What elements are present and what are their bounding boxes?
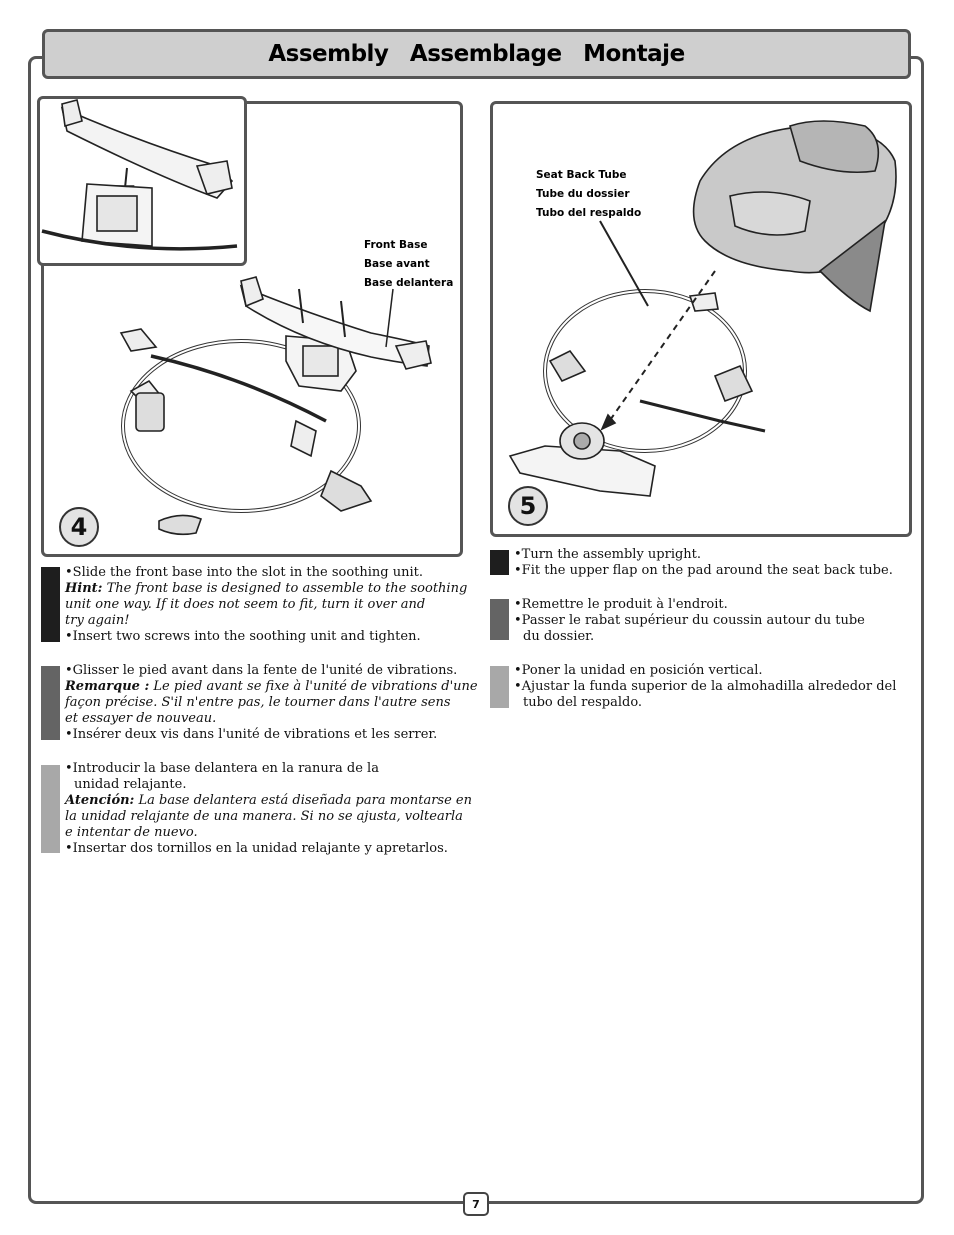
french-language-bar	[490, 599, 509, 640]
inset-detail-illustration	[41, 99, 238, 251]
callout-english: Front Base	[364, 239, 428, 251]
step5-english-text: •Turn the assembly upright. •Fit the upp…	[514, 547, 893, 579]
english-language-bar	[41, 567, 60, 642]
callout-french: Tube du dossier	[536, 188, 630, 200]
instruction-line: •Passer le rabat supérieur du coussin au…	[514, 613, 865, 628]
header-bar: Assembly Assemblage Montaje	[42, 29, 911, 79]
hint-text: la unidad relajante de una manera. Si no…	[65, 809, 463, 824]
seat-back-tube-callout: Seat Back Tube Tube du dossier Tubo del …	[536, 166, 641, 223]
seat-back-assembly-illustration	[508, 120, 897, 497]
callout-french: Base avant	[364, 258, 430, 270]
hint-text: The front base is designed to assemble t…	[102, 581, 468, 596]
step4-detail-inset	[37, 96, 247, 266]
spanish-language-bar	[41, 765, 60, 853]
instruction-line: •Turn the assembly upright.	[514, 547, 702, 562]
page-number: 7	[463, 1192, 489, 1216]
step4-spanish-text: •Introducir la base delantera en la ranu…	[65, 761, 472, 857]
instruction-line: •Poner la unidad en posición vertical.	[514, 663, 763, 678]
step4-illustration-panel: 4 Front Base Base avant Base delantera	[41, 101, 463, 557]
instruction-line: •Insert two screws into the soothing uni…	[65, 629, 421, 644]
instruction-line: unidad relajante.	[74, 777, 187, 792]
step4-french-text: •Glisser le pied avant dans la fente de …	[65, 663, 478, 743]
instruction-line: •Remettre le produit à l'endroit.	[514, 597, 728, 612]
instruction-line: •Slide the front base into the slot in t…	[65, 565, 424, 580]
callout-spanish: Base delantera	[364, 277, 454, 289]
hint-text: et essayer de nouveau.	[65, 711, 217, 726]
hint-label: Remarque :	[65, 679, 150, 694]
instruction-line: du dossier.	[523, 629, 595, 644]
instruction-line: tubo del respaldo.	[523, 695, 643, 710]
hint-text: La base delantera está diseñada para mon…	[134, 793, 473, 808]
english-language-bar	[490, 550, 509, 575]
french-language-bar	[41, 666, 60, 740]
step5-illustration-panel: 5 Seat Back Tube Tube du dossier Tubo de…	[490, 101, 912, 537]
instruction-line: •Fit the upper flap on the pad around th…	[514, 563, 893, 578]
page-title: Assembly Assemblage Montaje	[268, 41, 685, 67]
step-number-4: 4	[59, 507, 99, 547]
instruction-line: •Insérer deux vis dans l'unité de vibrat…	[65, 727, 438, 742]
hint-text: unit one way. If it does not seem to fit…	[65, 597, 426, 612]
hint-text: try again!	[65, 613, 130, 628]
front-base-callout: Front Base Base avant Base delantera	[364, 236, 453, 293]
instruction-line: •Insertar dos tornillos en la unidad rel…	[65, 841, 448, 856]
hint-text: façon précise. S'il n'entre pas, le tour…	[65, 695, 451, 710]
step4-english-text: •Slide the front base into the slot in t…	[65, 565, 467, 645]
step5-spanish-text: •Poner la unidad en posición vertical. •…	[514, 663, 896, 711]
hint-label: Hint:	[65, 581, 103, 596]
instruction-line: •Glisser le pied avant dans la fente de …	[65, 663, 458, 678]
hint-label: Atención:	[65, 793, 135, 808]
callout-english: Seat Back Tube	[536, 169, 627, 181]
callout-spanish: Tubo del respaldo	[536, 207, 642, 219]
instruction-line: •Introducir la base delantera en la ranu…	[65, 761, 379, 776]
hint-text: Le pied avant se fixe à l'unité de vibra…	[149, 679, 478, 694]
step-number-5: 5	[508, 486, 548, 526]
spanish-language-bar	[490, 666, 509, 708]
step5-french-text: •Remettre le produit à l'endroit. •Passe…	[514, 597, 865, 645]
front-base-assembly-illustration	[119, 276, 432, 536]
instruction-line: •Ajustar la funda superior de la almohad…	[514, 679, 897, 694]
hint-text: e intentar de nuevo.	[65, 825, 198, 840]
